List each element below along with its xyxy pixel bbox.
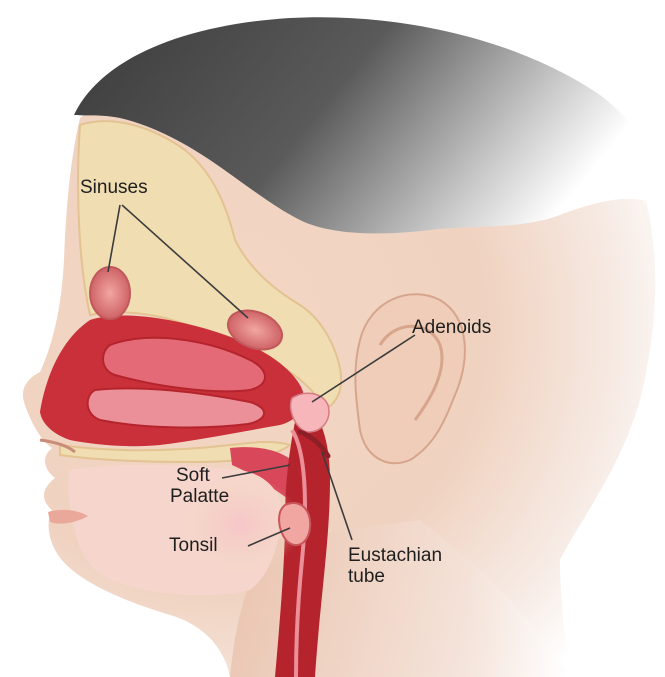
label-soft-palate-line1: Soft <box>176 465 211 486</box>
label-adenoids: Adenoids <box>412 317 491 338</box>
label-tonsil: Tonsil <box>169 535 218 556</box>
label-eustachian-line1: Eustachian <box>348 545 442 566</box>
label-sinuses: Sinuses <box>80 177 148 198</box>
frontal-sinus <box>90 267 130 319</box>
label-eustachian-line2: tube <box>348 566 385 587</box>
label-soft-palate-line2: Palatte <box>170 486 229 507</box>
